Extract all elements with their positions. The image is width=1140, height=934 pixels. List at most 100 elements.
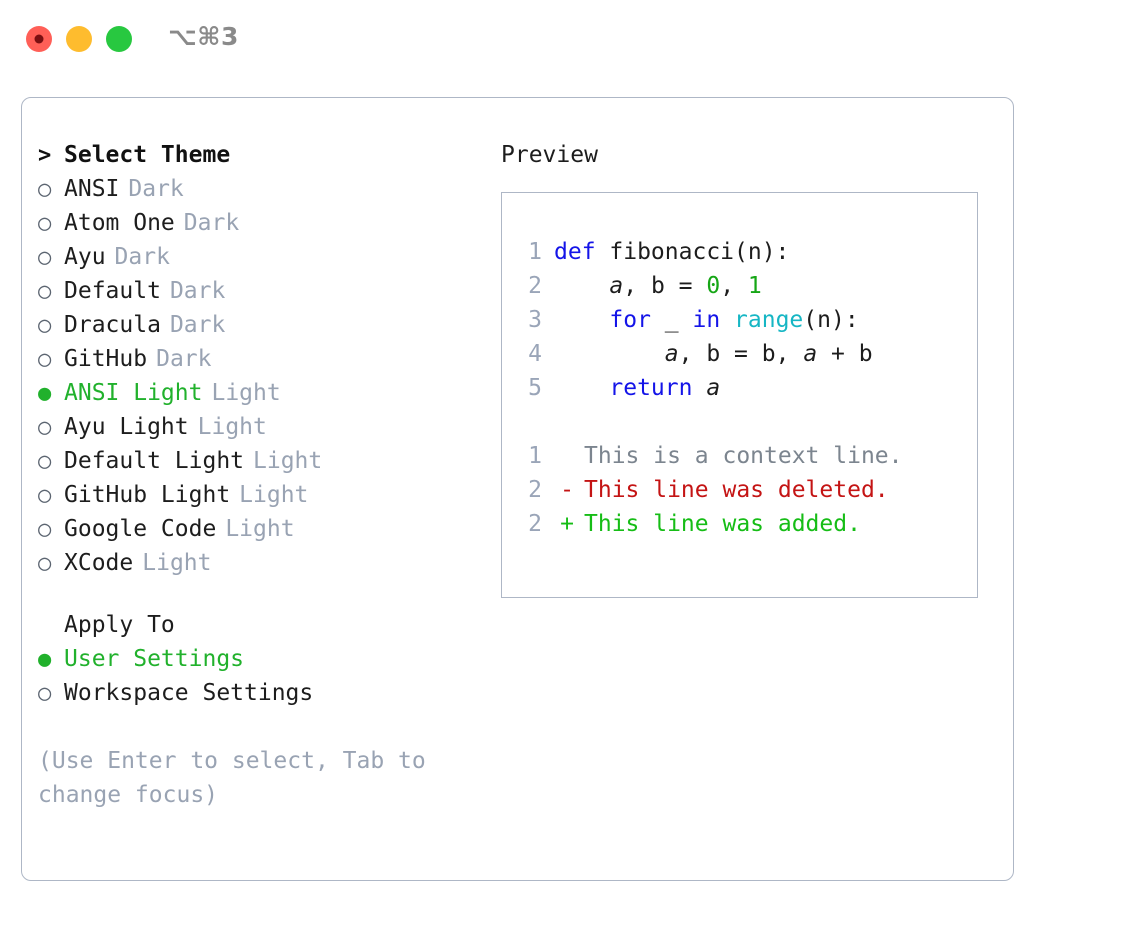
radio-unselected-icon[interactable]: ○ <box>38 551 52 576</box>
theme-option-label: GitHub <box>64 346 148 372</box>
diff-sign <box>554 439 580 473</box>
preview-title: Preview <box>501 142 598 168</box>
diff-line-del: 2-This line was deleted. <box>516 473 903 507</box>
theme-option-label: ANSI <box>64 176 120 202</box>
theme-option-label: ANSI Light <box>64 380 203 406</box>
title-bar: ⌥⌘3 <box>0 0 1140 78</box>
diff-line-add: 2+This line was added. <box>516 507 903 541</box>
apply-to-heading-label: Apply To <box>64 612 175 638</box>
theme-option-variant: Light <box>142 550 212 576</box>
code-token: a <box>609 273 624 299</box>
line-number: 2 <box>528 477 542 503</box>
diff-text: This is a context line. <box>584 443 903 469</box>
theme-option-xcode[interactable]: ○ XCode Light <box>38 550 478 584</box>
radio-unselected-icon[interactable]: ○ <box>38 177 52 202</box>
theme-option-github[interactable]: ○ GitHub Dark <box>38 346 478 380</box>
line-number: 1 <box>528 443 542 469</box>
radio-unselected-icon[interactable]: ○ <box>38 483 52 508</box>
window-controls <box>26 26 132 52</box>
radio-unselected-icon[interactable]: ○ <box>38 517 52 542</box>
radio-selected-icon[interactable]: ● <box>38 647 52 672</box>
radio-unselected-icon[interactable]: ○ <box>38 211 52 236</box>
line-number: 3 <box>528 307 542 333</box>
code-line: 2 a, b = 0, 1 <box>516 269 903 303</box>
theme-picker-heading-label: Select Theme <box>64 142 231 168</box>
code-line: 5 return a <box>516 371 903 405</box>
theme-option-label: XCode <box>64 550 134 576</box>
radio-unselected-icon[interactable]: ○ <box>38 347 52 372</box>
theme-option-label: Atom One <box>64 210 175 236</box>
theme-option-variant: Dark <box>156 346 212 372</box>
code-token: 0 <box>706 273 721 299</box>
radio-selected-icon[interactable]: ● <box>38 381 52 406</box>
code-token: 1 <box>747 273 762 299</box>
apply-to-option-list: ● User Settings ○ Workspace Settings <box>38 646 478 714</box>
code-token <box>554 273 609 299</box>
radio-unselected-icon[interactable]: ○ <box>38 415 52 440</box>
code-token: (n): <box>803 307 859 333</box>
line-number: 5 <box>528 375 542 401</box>
theme-option-variant: Dark <box>169 278 226 304</box>
diff-text: This line was added. <box>584 511 861 537</box>
code-line: 1 def fibonacci(n): <box>516 235 903 269</box>
code-token: range <box>734 307 804 333</box>
theme-picker-heading: > Select Theme <box>38 142 478 176</box>
preview-pane: Preview 1 def fibonacci(n): 2 a, b = 0, 1 3… <box>501 142 991 598</box>
apply-to-option-label: User Settings <box>64 646 245 672</box>
prompt-caret-icon: > <box>38 143 52 168</box>
radio-unselected-icon[interactable]: ○ <box>38 449 52 474</box>
line-number: 2 <box>528 511 542 537</box>
code-token <box>554 375 609 401</box>
code-token <box>554 307 609 333</box>
code-token: def <box>554 239 610 265</box>
radio-unselected-icon[interactable]: ○ <box>38 245 52 270</box>
minimize-button-icon[interactable] <box>66 26 92 52</box>
code-token: b <box>706 341 721 367</box>
line-number: 1 <box>528 239 542 265</box>
code-token: fibonacci(n): <box>609 239 790 265</box>
code-line: 4 a, b = b, a + b <box>516 337 903 371</box>
theme-option-label: GitHub Light <box>64 482 231 508</box>
apply-to-option-workspace-settings[interactable]: ○ Workspace Settings <box>38 680 478 714</box>
code-token: b <box>858 341 873 367</box>
diff-block: 1 This is a context line. 2-This line was… <box>516 439 903 541</box>
code-token: for <box>609 307 651 333</box>
theme-option-ansi[interactable]: ○ ANSI Dark <box>38 176 478 210</box>
keyboard-hint: (Use Enter to select, Tab to change focu… <box>38 748 426 808</box>
radio-unselected-icon[interactable]: ○ <box>38 313 52 338</box>
window-title-shortcut: ⌥⌘3 <box>168 22 239 51</box>
code-token: = <box>664 273 707 299</box>
apply-to-option-user-settings[interactable]: ● User Settings <box>38 646 478 680</box>
maximize-button-icon[interactable] <box>106 26 132 52</box>
code-token: return <box>609 375 693 401</box>
code-token: , <box>678 341 707 367</box>
code-token: = <box>720 341 762 367</box>
theme-option-label: Ayu <box>64 244 106 270</box>
spacer <box>38 584 478 612</box>
radio-unselected-icon[interactable]: ○ <box>38 279 52 304</box>
radio-unselected-icon[interactable]: ○ <box>38 681 52 706</box>
spacer <box>516 405 903 439</box>
apply-to-option-label: Workspace Settings <box>64 680 314 706</box>
close-button-icon[interactable] <box>26 26 52 52</box>
code-token: , <box>720 273 748 299</box>
diff-sign: - <box>560 477 574 503</box>
code-token: , <box>623 273 651 299</box>
code-token: in <box>692 307 721 333</box>
theme-option-label: Default Light <box>64 448 245 474</box>
theme-option-variant: Dark <box>128 176 184 202</box>
